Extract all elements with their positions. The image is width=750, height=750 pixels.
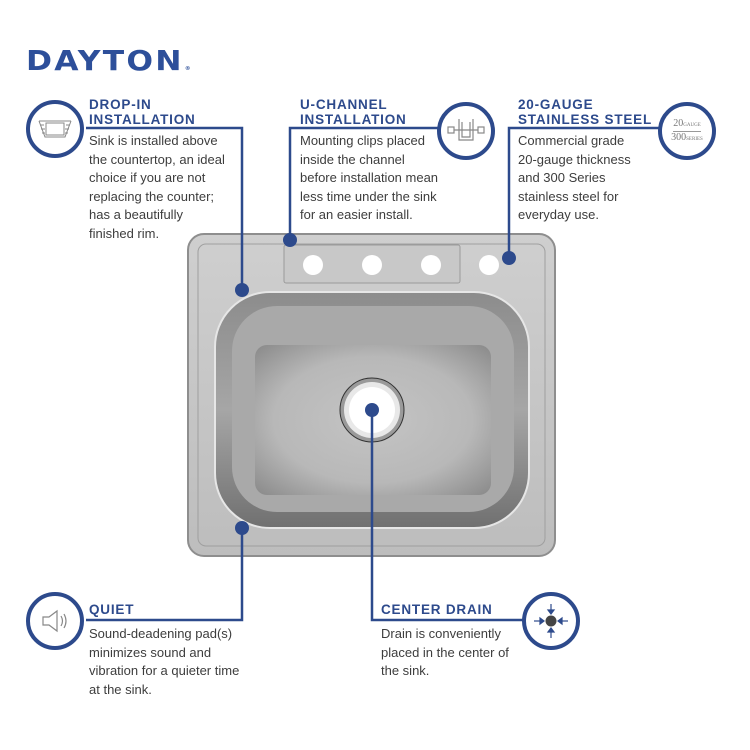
center-drain-arrows-icon [522, 592, 580, 650]
speaker-icon [26, 592, 84, 650]
logo-text: DAYTON [26, 44, 184, 77]
faucet-hole [303, 255, 323, 275]
faucet-hole [479, 255, 499, 275]
feature-title-quiet: QUIET [89, 602, 135, 617]
u-channel-clip-icon [437, 102, 495, 160]
drop-in-sink-icon [26, 100, 84, 158]
feature-body-quiet: Sound-deadening pad(s)minimizes sound an… [89, 626, 240, 697]
gauge-series-icon: 20GAUGE 300SERIES [658, 102, 716, 160]
feature-title-center-drain: CENTER DRAIN [381, 602, 493, 617]
faucet-hole [362, 255, 382, 275]
trademark: ® [184, 66, 191, 72]
faucet-hole [421, 255, 441, 275]
dayton-logo: DAYTON® [26, 44, 190, 77]
